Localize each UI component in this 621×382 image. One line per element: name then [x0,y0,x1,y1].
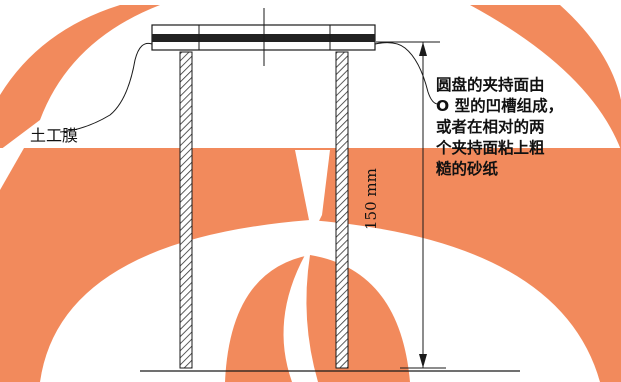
clamp-note-line: 或者在相对的两 [436,118,545,136]
watermark-blade [283,255,318,382]
clamp-note: 圆盘的夹持面由 O 型的凹槽组成， 或者在相对的两 个夹持面粘上粗 糙的砂纸 [436,75,563,180]
watermark-arc-left [0,5,160,150]
leader-note [374,42,439,105]
clamp-note-line: 个夹持面粘上粗 [436,139,545,157]
leader-geotextile [59,42,153,133]
right-column [335,51,349,369]
watermark-corner [0,148,24,190]
watermark-pupil [225,255,410,382]
arrow-bottom [419,354,427,368]
clamp-note-line: 糙的砂纸 [436,160,499,178]
watermark-wedge-top [295,150,330,235]
clamp-note-line: O 型的凹槽组成， [436,97,564,115]
geotextile-label: 土工膜 [30,126,79,145]
clamp-note-line: 圆盘的夹持面由 [436,76,545,94]
left-column [179,51,193,369]
arrow-top [419,42,427,56]
watermark-logo [0,5,621,382]
dimension-line [376,41,446,369]
watermark-arc-right [470,5,621,150]
dimension-label: 150 mm [362,168,380,230]
